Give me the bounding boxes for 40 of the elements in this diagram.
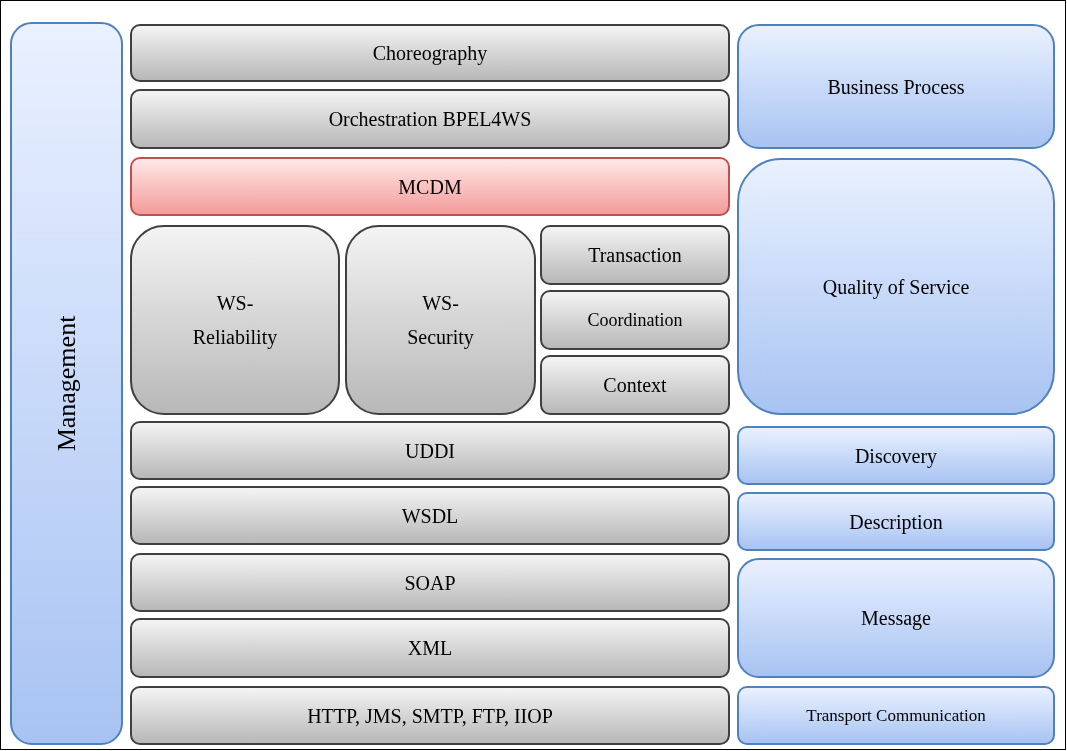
category-box (737, 158, 1055, 415)
category-box (737, 24, 1055, 149)
category-box (737, 492, 1055, 551)
layer-box (345, 225, 536, 415)
layer-label: Discovery (854, 443, 938, 470)
layer-box (130, 225, 340, 415)
layer-label: Management (51, 315, 82, 452)
layer-label: MCDM (398, 174, 462, 200)
layer-label: Quality of Service (822, 274, 970, 301)
layer-label: Transaction (588, 243, 682, 268)
layer-label: SOAP (404, 570, 456, 596)
layer-box (540, 225, 730, 285)
layer-label: Business Process (827, 74, 965, 100)
layer-label: Coordination (587, 308, 683, 332)
layer-box (130, 553, 730, 612)
layer-label: XML (407, 636, 453, 661)
layer-box (130, 421, 730, 480)
side-bar (10, 22, 123, 745)
layer-box (540, 355, 730, 415)
layer-label: Orchestration BPEL4WS (328, 107, 532, 132)
layer-label: UDDI (405, 438, 455, 464)
layer-box (130, 486, 730, 545)
layer-box (540, 290, 730, 350)
layer-label: WS- Reliability (191, 291, 279, 351)
layer-label: Choreography (372, 41, 488, 67)
layer-box (130, 686, 730, 745)
layer-label: Context (603, 373, 667, 398)
layer-box (130, 618, 730, 678)
layer-label: WS- Security (406, 291, 475, 351)
layer-label: WSDL (401, 503, 459, 529)
layer-label: Transport Communication (806, 704, 986, 727)
category-box (737, 558, 1055, 678)
layer-box (130, 89, 730, 149)
layer-label: HTTP, JMS, SMTP, FTP, IIOP (307, 703, 553, 729)
category-box (737, 426, 1055, 485)
highlight-box (130, 157, 730, 216)
layer-box (130, 24, 730, 82)
layer-label: Description (849, 509, 943, 536)
layer-label: Message (861, 606, 931, 632)
category-box (737, 686, 1055, 745)
